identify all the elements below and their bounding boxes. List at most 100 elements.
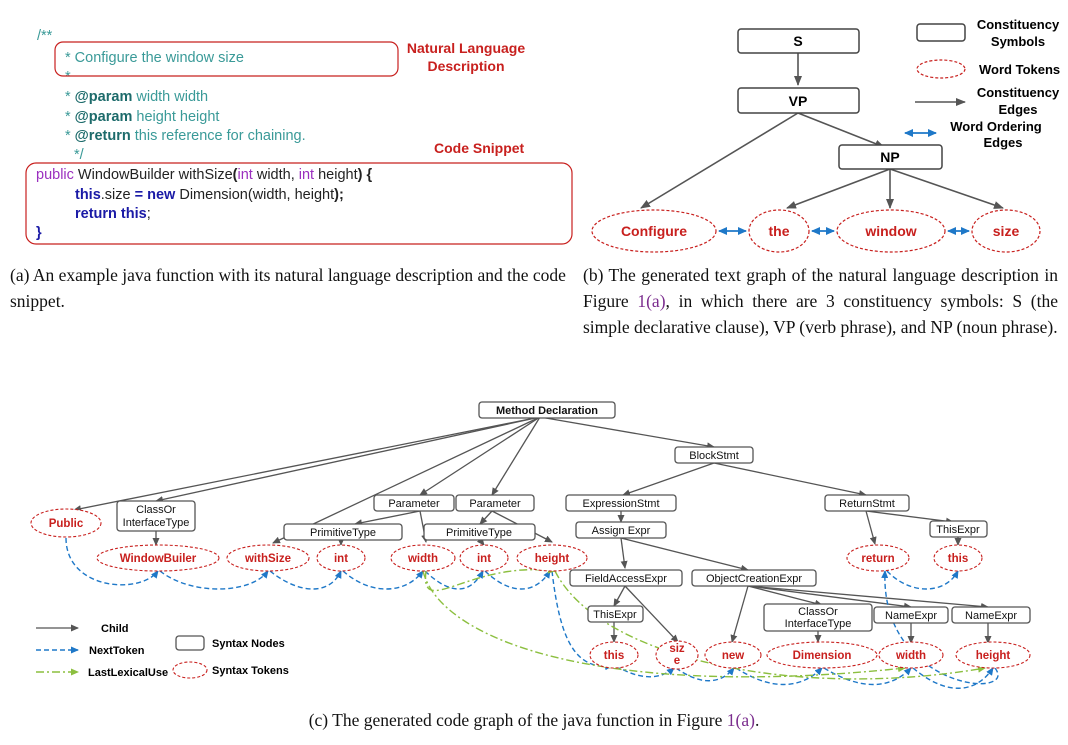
legend-child-label: Child — [101, 623, 129, 635]
return-tag: @return — [75, 128, 131, 144]
node-name-expr-1-label: NameExpr — [885, 610, 937, 622]
node-parameter-2-label: Parameter — [469, 498, 521, 510]
caption-c-figure-ref[interactable]: 1(a) — [726, 710, 755, 730]
node-object-creation-expr — [691, 569, 817, 587]
code-args: (width, height — [248, 187, 334, 203]
node-parameter-2 — [455, 494, 535, 512]
code-dimension: Dimension — [175, 187, 248, 203]
legend-word-ordering-edges-2: Edges — [983, 135, 1022, 150]
node-assign-expr-label: Assign Expr — [592, 525, 651, 537]
param-tag-2: @param — [75, 109, 133, 125]
caption-b: (b) The generated text graph of the natu… — [583, 262, 1058, 340]
token-window — [836, 209, 946, 253]
node-primitive-type-2 — [423, 523, 536, 541]
legend-constituency-symbols-2: Symbols — [991, 34, 1045, 49]
kw-return: return — [75, 206, 117, 222]
node-s — [737, 28, 860, 54]
svg-text:* @return this reference for c: * @return this reference for chaining. — [65, 128, 306, 144]
node-assign-expr — [575, 521, 667, 539]
legend-last-lexical-use-label: LastLexicalUse — [88, 667, 168, 679]
node-method-declaration — [478, 401, 616, 419]
token-withsize-label: withSize — [244, 553, 291, 565]
comment-line-open: /** — [37, 28, 53, 44]
caption-b-text: (b) The generated text graph of the natu… — [583, 265, 1058, 311]
caption-c-text-end: . — [754, 710, 760, 730]
token-the — [748, 209, 810, 253]
caption-b-figure-ref[interactable]: 1(a) — [637, 291, 666, 311]
svg-text:* @param height height: * @param height height — [65, 109, 219, 125]
token-window-label: window — [864, 223, 916, 239]
node-method-declaration-label: Method Declaration — [496, 405, 598, 417]
node-return-stmt — [824, 494, 910, 512]
nl-description-label-1: Natural Language — [407, 40, 525, 56]
code-semicolon: ; — [147, 206, 151, 222]
code-args-end: ); — [334, 187, 344, 203]
node-classor-interface-2 — [763, 603, 873, 632]
legend-syntax-token-shape — [172, 661, 208, 679]
token-height-2 — [955, 641, 1031, 669]
token-windowbuiler — [96, 544, 220, 572]
token-int-1 — [316, 544, 366, 572]
token-size — [971, 209, 1041, 253]
code-brace-open: ) { — [358, 167, 373, 183]
token-new-label: new — [722, 650, 744, 662]
token-the-label: the — [769, 223, 790, 239]
node-return-stmt-label: ReturnStmt — [839, 498, 895, 510]
token-public-label: Public — [49, 518, 84, 530]
caption-a: (a) An example java function with its na… — [10, 265, 566, 311]
node-name-expr-1 — [873, 606, 949, 624]
svg-text:* @param width width: * @param width width — [65, 89, 208, 105]
nl-description-label-2: Description — [427, 58, 504, 74]
kw-this: this — [75, 187, 101, 203]
token-width-2 — [878, 641, 944, 669]
svg-text:return this;: return this; — [75, 206, 151, 222]
token-return-label: return — [861, 553, 894, 565]
node-classor-2-label-2: InterfaceType — [785, 618, 852, 630]
token-this-2-label: this — [604, 650, 624, 662]
token-width-1-label: width — [407, 553, 438, 565]
param-height: height height — [136, 109, 219, 125]
comment-line-description: * Configure the window size — [65, 50, 244, 66]
legend-syntax-tokens-label: Syntax Tokens — [212, 665, 289, 677]
token-public — [30, 508, 102, 538]
node-name-expr-2-label: NameExpr — [965, 610, 1017, 622]
caption-c-text: (c) The generated code graph of the java… — [308, 710, 727, 730]
figure-b-text-graph: S VP NP Configure the window size Consti… — [591, 17, 1060, 253]
comment-line-close: */ — [74, 147, 85, 163]
code-height-param: height — [314, 167, 358, 183]
svg-text:this.size = new Dimension(widt: this.size = new Dimension(width, height)… — [75, 187, 344, 203]
kw-public: public — [36, 167, 74, 183]
node-parameter-1 — [373, 494, 455, 512]
token-int-2 — [459, 544, 509, 572]
kw-int-1: int — [238, 167, 253, 183]
node-this-expr-1-label: ThisExpr — [936, 524, 980, 536]
token-height-2-label: height — [976, 650, 1011, 662]
code-method-sig: WindowBuilder withSize — [74, 167, 233, 183]
legend-constituency-symbols-1: Constituency — [977, 17, 1060, 32]
legend-syntax-nodes-label: Syntax Nodes — [212, 638, 285, 650]
figure-a-code-snippet: /** * Configure the window size * * @par… — [25, 28, 573, 245]
token-size-label: size — [993, 223, 1020, 239]
node-primitive-2-label: PrimitiveType — [446, 527, 512, 539]
node-this-expr-2-label: ThisExpr — [593, 609, 637, 621]
token-dimension-label: Dimension — [793, 650, 852, 662]
token-height-1-label: height — [535, 553, 570, 565]
kw-this-return: this — [117, 206, 147, 222]
token-new — [704, 641, 762, 669]
caption-b-text-end: , in which there are 3 constituency symb… — [583, 291, 1058, 337]
legend-constituency-edges-2: Edges — [998, 102, 1037, 117]
node-primitive-1-label: PrimitiveType — [310, 527, 376, 539]
node-object-creation-label: ObjectCreationExpr — [706, 573, 802, 585]
token-this-1 — [933, 544, 983, 572]
legend-constituency-symbol — [916, 23, 966, 42]
node-primitive-type-1 — [283, 523, 403, 541]
code-size-field: .size — [101, 187, 135, 203]
token-width-2-label: width — [895, 650, 926, 662]
node-np — [838, 144, 943, 170]
token-withsize — [226, 544, 310, 572]
node-field-access-label: FieldAccessExpr — [585, 573, 667, 585]
node-classor-interface-1 — [116, 500, 196, 532]
node-expression-stmt-label: ExpressionStmt — [582, 498, 659, 510]
node-vp-label: VP — [789, 93, 808, 109]
token-size — [655, 640, 699, 670]
